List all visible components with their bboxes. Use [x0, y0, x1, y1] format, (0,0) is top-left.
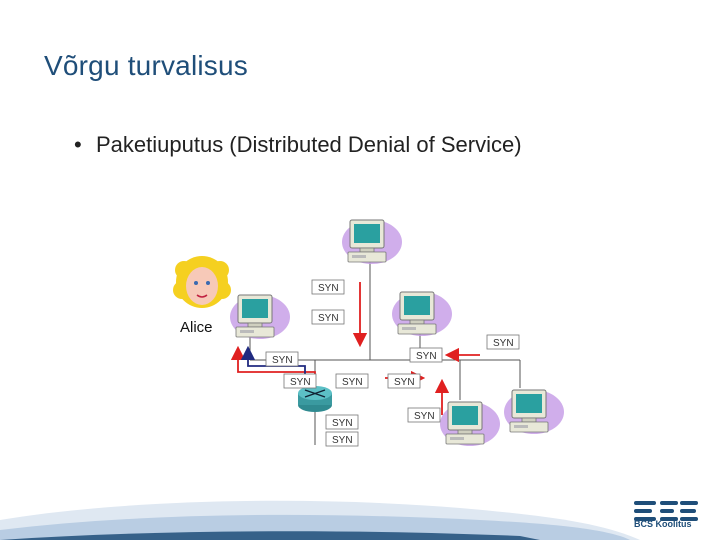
- bcs-logo-icon: [634, 501, 698, 521]
- computer-middle-right: [391, 291, 453, 337]
- svg-text:SYN: SYN: [318, 283, 339, 294]
- bullet-dot: •: [74, 132, 82, 157]
- syn-packets: SYN SYN SYN SYN SYN SYN SYN SYN SYN SYN …: [265, 279, 520, 447]
- router-icon: [298, 386, 332, 412]
- syn-packet: SYN: [335, 373, 369, 389]
- svg-text:SYN: SYN: [493, 338, 514, 349]
- svg-text:SYN: SYN: [414, 411, 435, 422]
- svg-text:SYN: SYN: [394, 377, 415, 388]
- svg-text:SYN: SYN: [318, 313, 339, 324]
- computer-bottom-middle: [439, 401, 501, 447]
- alice-avatar: [173, 256, 231, 308]
- bottom-swoosh: [0, 500, 640, 540]
- svg-text:SYN: SYN: [332, 435, 353, 446]
- alice-label: Alice: [180, 319, 213, 336]
- syn-packet: SYN: [311, 309, 345, 325]
- computer-bottom-right: [503, 389, 565, 435]
- syn-packet: SYN: [387, 373, 421, 389]
- syn-packet: SYN: [486, 334, 520, 350]
- computer-alice: [229, 294, 291, 340]
- svg-text:SYN: SYN: [272, 355, 293, 366]
- slide-title: Võrgu turvalisus: [44, 50, 248, 81]
- svg-text:SYN: SYN: [416, 351, 437, 362]
- syn-packet: SYN: [311, 279, 345, 295]
- syn-packet: SYN: [265, 351, 299, 367]
- syn-packet: SYN: [325, 431, 359, 447]
- ddos-diagram: Alice SYN SYN SYN SYN SYN SYN SYN SYN: [173, 219, 565, 447]
- computer-top: [341, 219, 403, 265]
- syn-packet: SYN: [407, 407, 441, 423]
- logo-text: BCS Koolitus: [634, 519, 692, 529]
- syn-packet: SYN: [283, 373, 317, 389]
- svg-text:SYN: SYN: [342, 377, 363, 388]
- syn-packet: SYN: [325, 414, 359, 430]
- svg-text:SYN: SYN: [332, 418, 353, 429]
- syn-packet: SYN: [409, 347, 443, 363]
- bullet-text: Paketiuputus (Distributed Denial of Serv…: [96, 132, 522, 157]
- bullet-item: • Paketiuputus (Distributed Denial of Ser…: [74, 132, 522, 158]
- svg-text:SYN: SYN: [290, 377, 311, 388]
